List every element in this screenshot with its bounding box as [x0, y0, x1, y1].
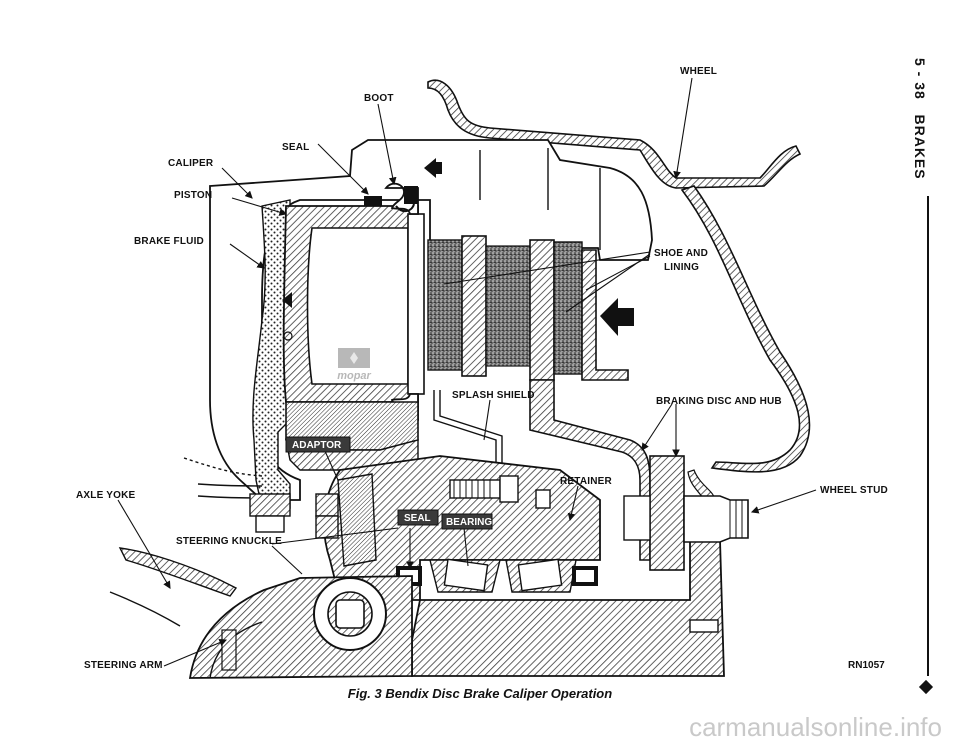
label-caliper: CALIPER — [168, 158, 214, 169]
label-piston: PISTON — [174, 190, 212, 201]
brake-hose-fitting — [183, 457, 291, 533]
watermark-text: carmanualsonline.info — [689, 712, 942, 742]
header-text: 5 - 38 BRAKES — [912, 58, 928, 180]
label-brake-fluid: BRAKE FLUID — [134, 236, 204, 247]
figure-code: RN1057 — [848, 660, 885, 671]
page-header: 5 - 38 BRAKES — [912, 58, 940, 198]
label-wheel: WHEEL — [680, 66, 717, 77]
label-seal-bottom: SEAL — [404, 513, 431, 524]
steering-arm — [188, 575, 413, 679]
label-wheel-stud: WHEEL STUD — [820, 485, 888, 496]
label-lining: LINING — [664, 262, 699, 273]
leader-lines — [117, 77, 817, 667]
piston — [282, 205, 425, 403]
label-boot: BOOT — [364, 93, 394, 104]
callout-labels: WHEEL BOOT SEAL CALIPER PISTON BRAKE FLU… — [76, 66, 888, 671]
label-axle-yoke: AXLE YOKE — [76, 490, 136, 501]
header-section: 5 - 38 — [912, 58, 928, 100]
label-retainer: RETAINER — [560, 476, 613, 487]
label-braking-disc-and-hub: BRAKING DISC AND HUB — [656, 396, 782, 407]
label-splash-shield: SPLASH SHIELD — [452, 390, 535, 401]
label-shoe-and: SHOE AND — [654, 248, 708, 259]
mopar-logo: mopar — [332, 348, 376, 382]
boot-and-seal-top — [364, 158, 442, 215]
mopar-logo-text: mopar — [337, 370, 371, 382]
label-seal-top: SEAL — [282, 142, 309, 153]
label-bearing: BEARING — [446, 517, 492, 528]
wheel-bearings — [396, 558, 598, 593]
shoe-and-lining — [427, 235, 634, 381]
header-rule — [927, 196, 929, 676]
label-steering-knuckle: STEERING KNUCKLE — [176, 536, 282, 547]
axle-yoke — [109, 547, 238, 627]
watermark: carmanualsonline.info — [0, 712, 960, 742]
label-steering-arm: STEERING ARM — [84, 660, 163, 671]
label-adaptor: ADAPTOR — [292, 440, 342, 451]
header-title: BRAKES — [912, 114, 928, 180]
figure-caption: Fig. 3 Bendix Disc Brake Caliper Operati… — [347, 686, 613, 701]
wheel-stud — [623, 455, 749, 571]
